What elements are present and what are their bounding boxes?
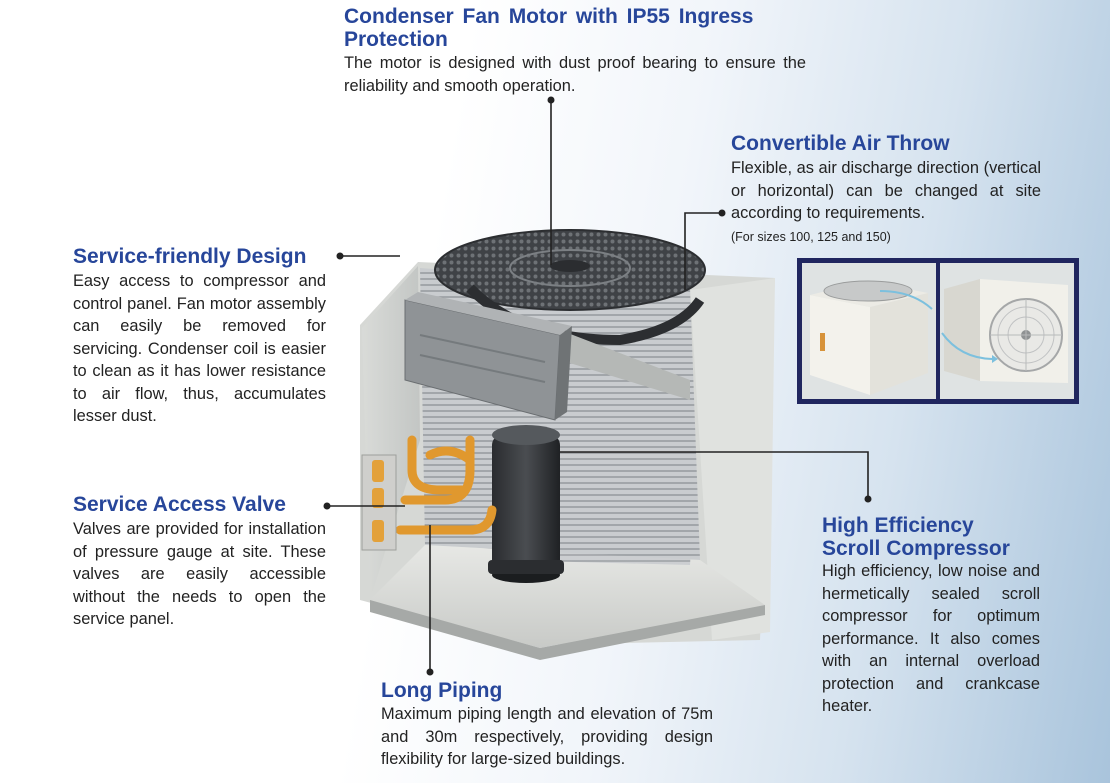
air-throw-description: Flexible, as air discharge direction (ve…	[731, 159, 1041, 222]
air-throw-inset	[797, 258, 1079, 404]
piping-description: Maximum piping length and elevation of 7…	[381, 705, 713, 768]
air-throw-size-note: (For sizes 100, 125 and 150)	[731, 230, 891, 244]
scroll-compressor	[488, 425, 564, 583]
control-panel	[404, 292, 572, 421]
access-valve-title: Service Access Valve	[73, 493, 286, 516]
piping-title: Long Piping	[381, 679, 503, 702]
compressor-title-line2: Scroll Compressor	[822, 537, 1010, 560]
leader-lines	[327, 100, 869, 672]
fan-motor-title-line2: Protection	[344, 28, 448, 51]
fan-guard	[434, 229, 706, 346]
vertical-discharge-view	[802, 263, 936, 399]
service-design-title: Service-friendly Design	[73, 245, 307, 268]
leader-dots	[323, 96, 872, 676]
fan-motor-description: The motor is designed with dust proof be…	[344, 54, 806, 95]
fan-motor-title: Condenser Fan Motor with IP55 Ingress Pr…	[344, 5, 753, 51]
service-design-description: Easy access to compressor and control pa…	[73, 272, 326, 425]
compressor-description: High efficiency, low noise and hermetica…	[822, 562, 1040, 715]
fan-motor-title-line1: Condenser Fan Motor with IP55 Ingress	[344, 5, 754, 28]
horizontal-discharge-view	[940, 263, 1074, 399]
compressor-title: High Efficiency Scroll Compressor	[822, 514, 1010, 560]
motor-bracket	[560, 330, 690, 400]
air-throw-title: Convertible Air Throw	[731, 132, 950, 155]
compressor-title-line1: High Efficiency	[822, 514, 974, 537]
service-valves	[361, 454, 397, 551]
copper-piping	[395, 435, 497, 535]
access-valve-description: Valves are provided for installation of …	[73, 520, 326, 628]
